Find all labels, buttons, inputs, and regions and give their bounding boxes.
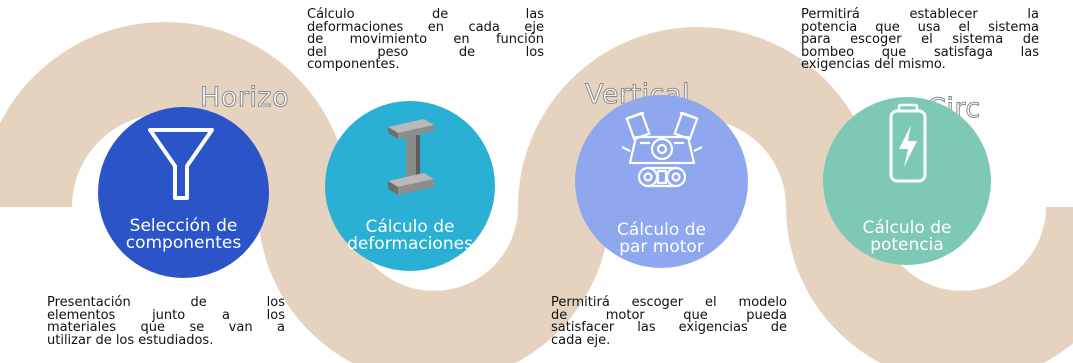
description-line: bombeo que satisfaga las xyxy=(801,44,1039,60)
step-title-line2: componentes xyxy=(125,233,242,253)
description-line: materiales que se van a xyxy=(47,320,285,335)
stage-word-horizontal: Horizo xyxy=(199,82,290,114)
description-line: exigencias del mismo. xyxy=(801,57,946,72)
description-line: deformaciones en cada eje xyxy=(307,19,544,35)
description-line: componentes. xyxy=(307,57,400,72)
description-line: potencia que usa el sistema xyxy=(801,19,1039,35)
step-title-line2: par motor xyxy=(619,237,704,257)
description-line: Cálculo de las xyxy=(307,7,544,22)
description-line: de motor que pueda xyxy=(551,307,787,323)
step-title-line1: Cálculo de xyxy=(862,218,952,238)
step-title-line2: potencia xyxy=(870,235,944,255)
description-line: utilizar de los estudiados. xyxy=(47,332,214,348)
description-line: Presentación de los xyxy=(47,295,285,310)
step-title-line1: Selección de xyxy=(129,216,238,236)
description-line: del peso de los xyxy=(307,44,544,60)
ribbon-arc-3 xyxy=(518,27,878,209)
description-line: Permitirá establecer la xyxy=(801,7,1039,22)
ribbon-arc-2 xyxy=(258,205,610,363)
step-circle-deformaciones: Cálculo de deformaciones xyxy=(325,101,495,271)
battery-bolt-icon xyxy=(889,103,927,183)
step-title-line1: Cálculo de xyxy=(617,220,706,240)
description-line: Permitirá escoger el modelo xyxy=(551,295,787,310)
step-circle-seleccion: Selección de componentes xyxy=(98,107,269,278)
description-line: para escoger el sistema de xyxy=(801,32,1039,47)
step-circle-par-motor: Cálculo de par motor xyxy=(575,95,748,268)
steel-beam-icon xyxy=(388,119,434,195)
description-line: cada eje. xyxy=(551,332,611,348)
step-circle-potencia: Cálculo de potencia xyxy=(823,97,991,265)
funnel-icon xyxy=(148,128,214,200)
description-line: de movimiento en función xyxy=(307,32,544,47)
ribbon-arc-4 xyxy=(786,205,1073,363)
description-line: elementos junto a los xyxy=(47,307,285,323)
engine-icon xyxy=(621,111,703,188)
step-title-line2: deformaciones xyxy=(347,234,473,254)
description-line: satisfacer las exigencias de xyxy=(551,320,787,335)
step-title-line1: Cálculo de xyxy=(365,217,455,237)
ribbon-arc-1 xyxy=(0,22,350,209)
